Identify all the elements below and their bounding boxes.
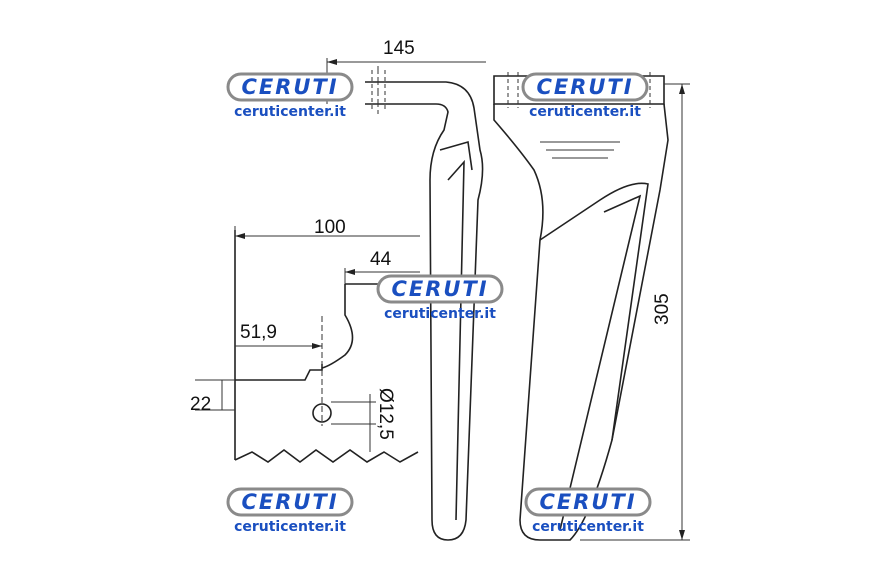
watermark-brand: CERUTI — [536, 75, 633, 99]
dimension-notch-offset: 44 — [344, 249, 420, 284]
watermark: CERUTI ceruticenter.it — [521, 72, 649, 120]
dimension-label-22: 22 — [190, 394, 211, 415]
watermark: CERUTI ceruticenter.it — [524, 487, 652, 535]
dimension-label-100: 100 — [314, 217, 346, 238]
dimension-label-305: 305 — [652, 293, 673, 325]
dimension-label-hole-diameter: Ø12,5 — [375, 388, 396, 440]
dimension-hole-offset: 51,9 — [235, 322, 322, 349]
watermark: CERUTI ceruticenter.it — [376, 274, 504, 322]
watermark: CERUTI ceruticenter.it — [226, 72, 354, 120]
watermark-site: ceruticenter.it — [234, 519, 346, 535]
watermark: CERUTI ceruticenter.it — [226, 487, 354, 535]
watermark-brand: CERUTI — [241, 490, 338, 514]
watermark-brand: CERUTI — [539, 490, 636, 514]
mounting-hole — [312, 403, 332, 423]
dimension-label-145: 145 — [383, 38, 415, 59]
blade-side-view — [365, 66, 484, 541]
mounting-plate-detail — [195, 230, 420, 463]
watermark-site: ceruticenter.it — [529, 104, 641, 120]
dimension-label-44: 44 — [370, 249, 392, 270]
blade-front-view — [493, 72, 669, 541]
dimension-total-height: 305 — [580, 83, 690, 541]
watermark-site: ceruticenter.it — [532, 519, 644, 535]
watermark-site: ceruticenter.it — [384, 306, 496, 322]
watermark-brand: CERUTI — [241, 75, 338, 99]
watermark-brand: CERUTI — [391, 277, 488, 301]
dimension-notch-width: 100 — [234, 217, 420, 240]
dimension-label-51-9: 51,9 — [240, 322, 277, 343]
watermark-site: ceruticenter.it — [234, 104, 346, 120]
